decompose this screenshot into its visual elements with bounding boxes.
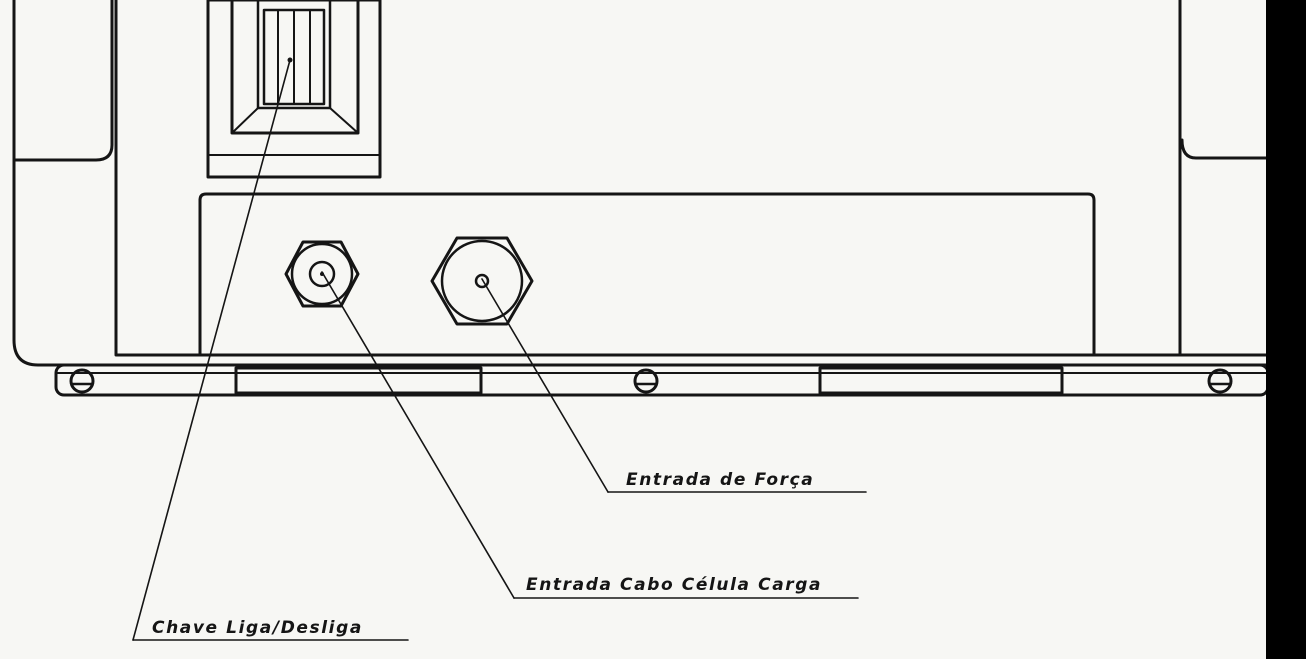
base-rail — [54, 363, 1270, 397]
label-power-inlet: Entrada de Força — [626, 470, 814, 490]
label-on-off-switch: Chave Liga/Desliga — [152, 618, 363, 638]
leader-line-power-inlet — [481, 278, 867, 493]
label-load-cell-cable-inlet: Entrada Cabo Célula Carga — [526, 575, 822, 595]
on-off-switch — [206, 0, 382, 179]
rail-screw-right — [1207, 368, 1233, 394]
housing-outline — [12, 0, 1270, 367]
scan-border — [1266, 0, 1306, 659]
load-cell-cable-inlet-connector — [284, 240, 360, 308]
connector-panel — [198, 192, 1096, 357]
power-inlet-connector — [430, 236, 534, 326]
rail-screw-center — [633, 368, 659, 394]
leader-line-on-off-switch — [132, 57, 409, 641]
leader-line-load-cell-cable — [321, 271, 859, 599]
rail-screw-left — [69, 368, 95, 394]
